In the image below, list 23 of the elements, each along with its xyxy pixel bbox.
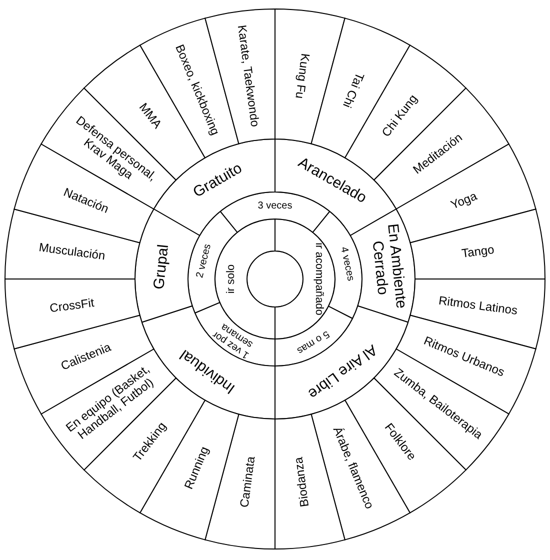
activity-label: Kung Fu (291, 51, 314, 102)
activity-label: Tai Chi (340, 69, 368, 112)
activity-label: Tango (460, 242, 496, 263)
activity-label: CrossFit (48, 294, 96, 318)
activity-label: Karate, Taekwondo (234, 22, 262, 130)
category-label: 2 veces (193, 242, 214, 282)
activity-label: Yoga (448, 187, 480, 214)
activity-label: Ritmos Latinos (437, 292, 520, 320)
ring-sector (274, 218, 336, 340)
category-label: ir solo (224, 263, 238, 296)
category-label: 5 o mas (294, 326, 332, 358)
category-label: En Ambiente Cerrado (368, 222, 410, 312)
category-label: Grupal (150, 242, 174, 292)
center-circle (246, 250, 304, 308)
ring-sector (188, 210, 238, 314)
activity-label: Caminata (236, 454, 259, 511)
category-label: 3 veces (256, 200, 294, 211)
activity-sector (374, 88, 510, 210)
activity-sector (410, 208, 546, 280)
activity-label: Musculación (36, 239, 107, 265)
ring-sector (312, 210, 362, 319)
activity-label: Biodanza (290, 456, 312, 510)
category-label: 4 veces (336, 244, 357, 284)
